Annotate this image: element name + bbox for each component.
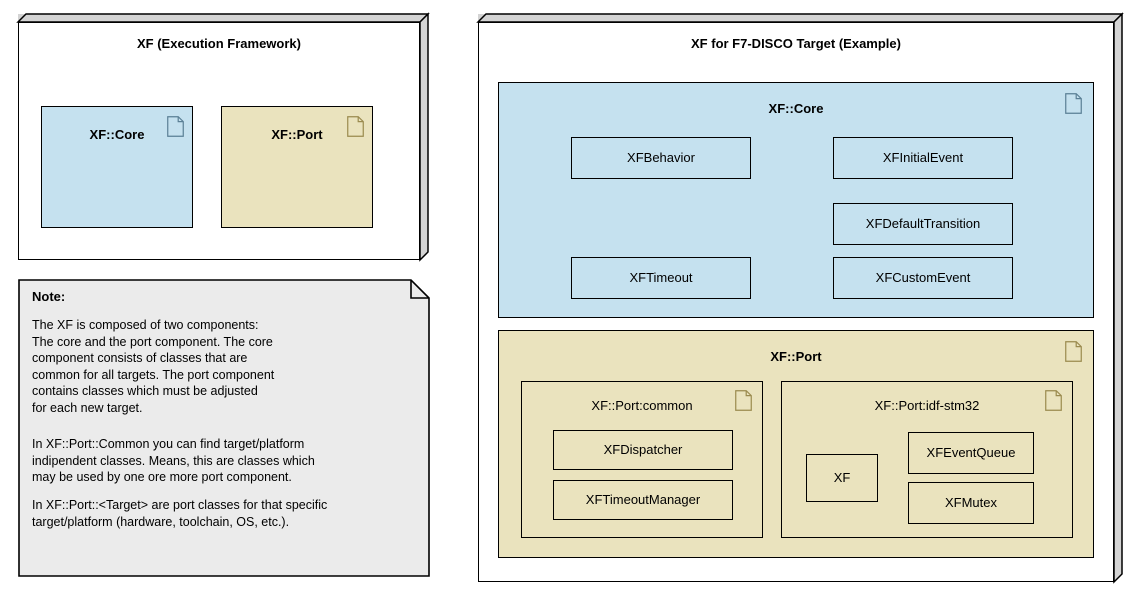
component-xf-port-idf-stm32[interactable]: XF::Port:idf-stm32 XF XFEventQueue XFMut… [781, 381, 1073, 538]
note-paragraph-2: In XF::Port::Common you can find target/… [32, 437, 315, 484]
component-xf-core[interactable]: XF::Core XFBehavior XFInitialEvent XFDef… [498, 82, 1094, 318]
component-xf-port[interactable]: XF::Port [221, 106, 373, 228]
xf-framework-package[interactable]: XF (Execution Framework) XF::Core XF::Po… [16, 12, 430, 262]
class-box-xfdefaulttransition[interactable]: XFDefaultTransition [833, 203, 1013, 245]
component-xf-port-common[interactable]: XF::Port:common XFDispatcher XFTimeoutMa… [521, 381, 763, 538]
class-box-xftimeoutmanager[interactable]: XFTimeoutManager [553, 480, 733, 520]
package-title: XF (Execution Framework) [137, 36, 301, 51]
class-box-xfdispatcher[interactable]: XFDispatcher [553, 430, 733, 470]
xf-target-package[interactable]: XF for F7-DISCO Target (Example) XF::Cor… [476, 12, 1124, 584]
component-page-icon [1065, 93, 1082, 114]
class-box-xfinitialevent[interactable]: XFInitialEvent [833, 137, 1013, 179]
component-title: XF::Core [89, 127, 145, 142]
class-box-xfeventqueue[interactable]: XFEventQueue [908, 432, 1034, 474]
note-paragraph-3: In XF::Port::<Target> are port classes f… [32, 498, 328, 529]
class-box-xftimeout[interactable]: XFTimeout [571, 257, 751, 299]
component-title: XF::Port [770, 349, 822, 364]
note-outline [18, 279, 430, 577]
class-box-xf[interactable]: XF [806, 454, 878, 502]
class-box-xfcustomevent[interactable]: XFCustomEvent [833, 257, 1013, 299]
note-heading: Note: [32, 289, 66, 304]
class-box-xfmutex[interactable]: XFMutex [908, 482, 1034, 524]
component-page-icon [735, 390, 752, 411]
component-title: XF::Port:common [591, 398, 693, 413]
component-title: XF::Port:idf-stm32 [874, 398, 980, 413]
component-page-icon [167, 116, 184, 137]
note-box: Note: The XF is composed of two componen… [18, 279, 430, 577]
component-page-icon [347, 116, 364, 137]
component-xf-port[interactable]: XF::Port XF::Port:common XFDispatcher X [498, 330, 1094, 558]
note-paragraph-1: The XF is composed of two components: Th… [32, 318, 275, 415]
component-page-icon [1045, 390, 1062, 411]
component-page-icon [1065, 341, 1082, 362]
component-xf-core[interactable]: XF::Core [41, 106, 193, 228]
component-title: XF::Port [271, 127, 323, 142]
component-title: XF::Core [768, 101, 824, 116]
class-box-xfbehavior[interactable]: XFBehavior [571, 137, 751, 179]
package-title: XF for F7-DISCO Target (Example) [691, 36, 901, 51]
